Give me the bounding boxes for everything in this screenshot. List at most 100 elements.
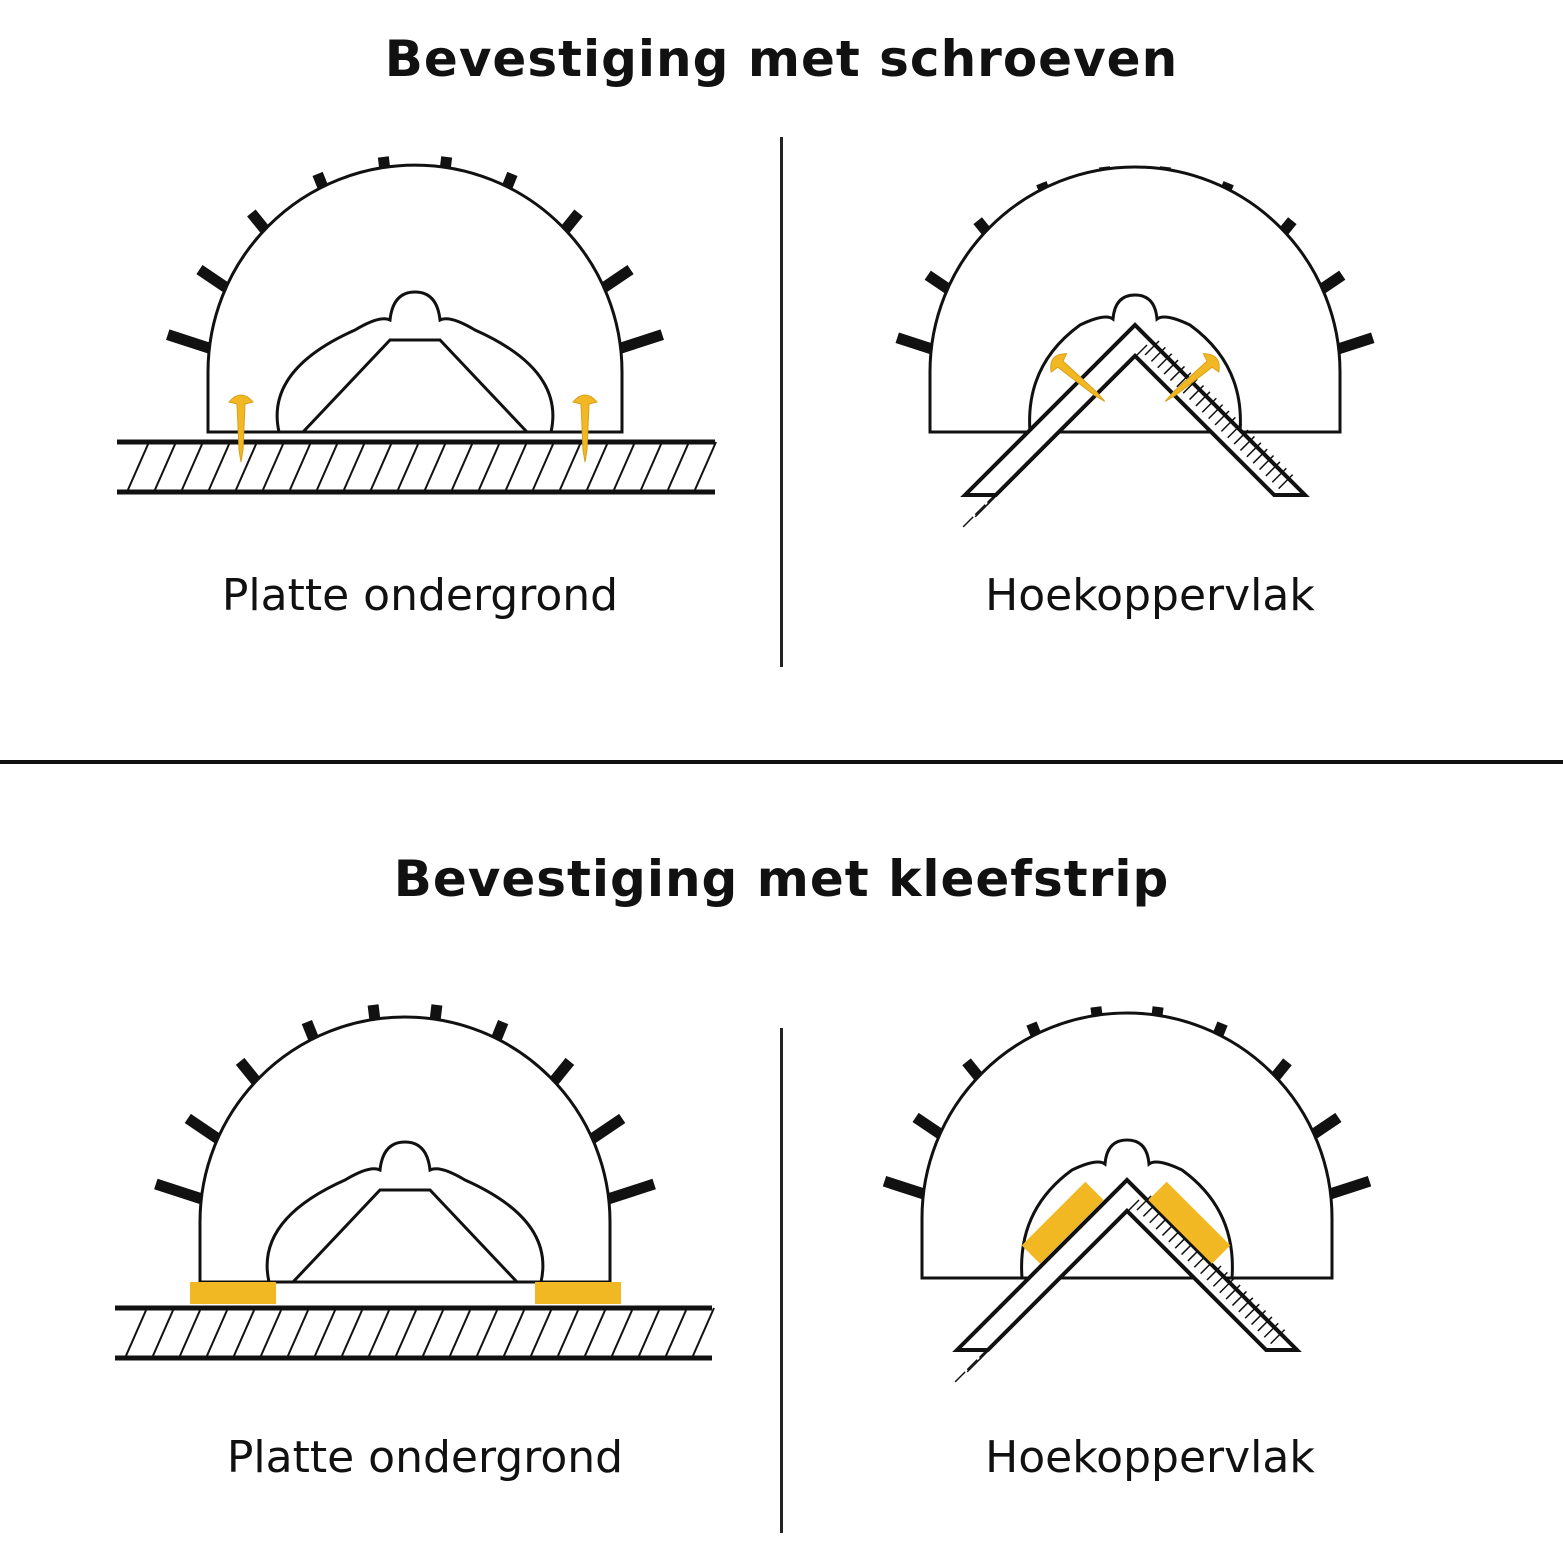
- corner-texture: [1027, 1296, 1043, 1312]
- caption-adhesive-flat: Platte ondergrond: [226, 1432, 624, 1483]
- corner-texture: [1063, 1262, 1075, 1274]
- corner-hatch: [1189, 385, 1205, 401]
- corner-hatch: [1225, 1284, 1241, 1300]
- corner-hatch: [1157, 353, 1173, 369]
- corner-texture: [966, 1357, 982, 1373]
- corner-texture: [962, 516, 974, 528]
- divider-vertical-bottom: [780, 1028, 783, 1533]
- section-title-adhesive: Bevestiging met kleefstrip: [393, 850, 1170, 908]
- ground-hatch: [205, 1307, 229, 1359]
- ground-hatch: [529, 1307, 553, 1359]
- corner-texture: [990, 1333, 1006, 1349]
- corner-texture: [1084, 394, 1096, 406]
- corner-texture: [1047, 429, 1063, 445]
- corner-texture: [1011, 467, 1023, 479]
- corner-hatch: [1201, 397, 1217, 413]
- ground-hatch: [126, 441, 150, 493]
- corner-texture: [1023, 455, 1035, 467]
- corner-hatch: [1214, 410, 1230, 426]
- adhesive-strip-icon: [190, 1282, 276, 1304]
- ground-hatch: [637, 1307, 661, 1359]
- corner-hatch: [1182, 378, 1198, 394]
- corner-texture: [1108, 368, 1124, 384]
- corner-texture: [1075, 1248, 1091, 1264]
- ground-hatch: [286, 1307, 310, 1359]
- screw-icon: [1050, 353, 1106, 402]
- corner-hatch: [1163, 359, 1179, 375]
- corner-hatch: [1259, 455, 1275, 471]
- corner-texture: [1059, 419, 1071, 431]
- ground-hatch: [124, 1307, 148, 1359]
- corner-texture: [1023, 453, 1039, 469]
- corner-texture: [978, 1347, 990, 1359]
- corner-texture: [1096, 380, 1112, 396]
- divider-vertical-top: [780, 137, 783, 667]
- corner-texture: [1039, 1284, 1055, 1300]
- corner-texture: [1015, 1310, 1027, 1322]
- ground-hatch: [261, 441, 285, 493]
- corner-texture: [999, 479, 1011, 491]
- ground-hatch: [234, 441, 258, 493]
- corner-hatch: [1195, 391, 1211, 407]
- ground-hatch: [612, 441, 636, 493]
- ground-hatch: [288, 441, 312, 493]
- corner-hatch: [1227, 423, 1243, 439]
- ground-hatch: [558, 441, 582, 493]
- corner-hatch: [1206, 1265, 1222, 1281]
- section-title-screws: Bevestiging met schroeven: [384, 30, 1179, 88]
- corner-hatch: [1219, 1278, 1235, 1294]
- corner-texture: [1003, 1320, 1019, 1336]
- corner-texture: [1108, 370, 1120, 382]
- corner-hatch: [1278, 474, 1294, 490]
- corner-texture: [1120, 356, 1136, 372]
- housing-inner-cavity: [275, 290, 555, 434]
- corner-hatch: [1220, 416, 1236, 432]
- ground-hatch: [340, 1307, 364, 1359]
- ground-hatch: [342, 441, 366, 493]
- ground-hatch: [502, 1307, 526, 1359]
- corner-texture: [1027, 1298, 1039, 1310]
- corner-texture: [974, 502, 990, 518]
- ground-hatch: [450, 441, 474, 493]
- corner-hatch: [1231, 1290, 1247, 1306]
- ground-hatch: [180, 441, 204, 493]
- ground-hatch: [448, 1307, 472, 1359]
- ground-hatch: [178, 1307, 202, 1359]
- adhesive-strip-icon: [535, 1282, 621, 1304]
- corner-texture: [1059, 417, 1075, 433]
- corner-hatch: [1233, 429, 1249, 445]
- corner-texture: [1047, 431, 1059, 443]
- corner-hatch: [1244, 1303, 1260, 1319]
- corner-texture: [1063, 1260, 1079, 1276]
- corner-hatch: [1238, 1297, 1254, 1313]
- screw-body: [572, 394, 598, 463]
- ground-hatch: [394, 1307, 418, 1359]
- ground-hatch: [531, 441, 555, 493]
- screw-body: [1164, 353, 1220, 402]
- ground-hatch: [315, 441, 339, 493]
- corner-texture: [991, 1334, 1003, 1346]
- corner-texture: [1112, 1211, 1128, 1227]
- corner-texture: [1088, 1235, 1104, 1251]
- corner-hatch: [1246, 442, 1262, 458]
- screw-body: [1050, 353, 1106, 402]
- corner-hatch: [1271, 467, 1287, 483]
- corner-texture: [1051, 1274, 1063, 1286]
- corner-texture: [974, 504, 986, 516]
- ground-hatch: [610, 1307, 634, 1359]
- corner-hatch: [1136, 1195, 1152, 1211]
- corner-texture: [1071, 405, 1087, 421]
- corner-texture: [1003, 1322, 1015, 1334]
- housing-inner-cavity: [265, 1140, 545, 1284]
- adhesive-strip-body: [1021, 1181, 1104, 1264]
- ground-hatch: [207, 441, 231, 493]
- corner-texture: [1011, 465, 1027, 481]
- corner-texture: [1039, 1286, 1051, 1298]
- corner-texture: [1100, 1225, 1112, 1237]
- panel-adhesive-flat: [115, 1004, 715, 1361]
- corner-texture: [1071, 407, 1083, 419]
- corner-texture: [1051, 1272, 1067, 1288]
- ground-hatch: [369, 441, 393, 493]
- corner-texture: [1088, 1237, 1100, 1249]
- caption-screws-corner: Hoekoppervlak: [985, 570, 1315, 621]
